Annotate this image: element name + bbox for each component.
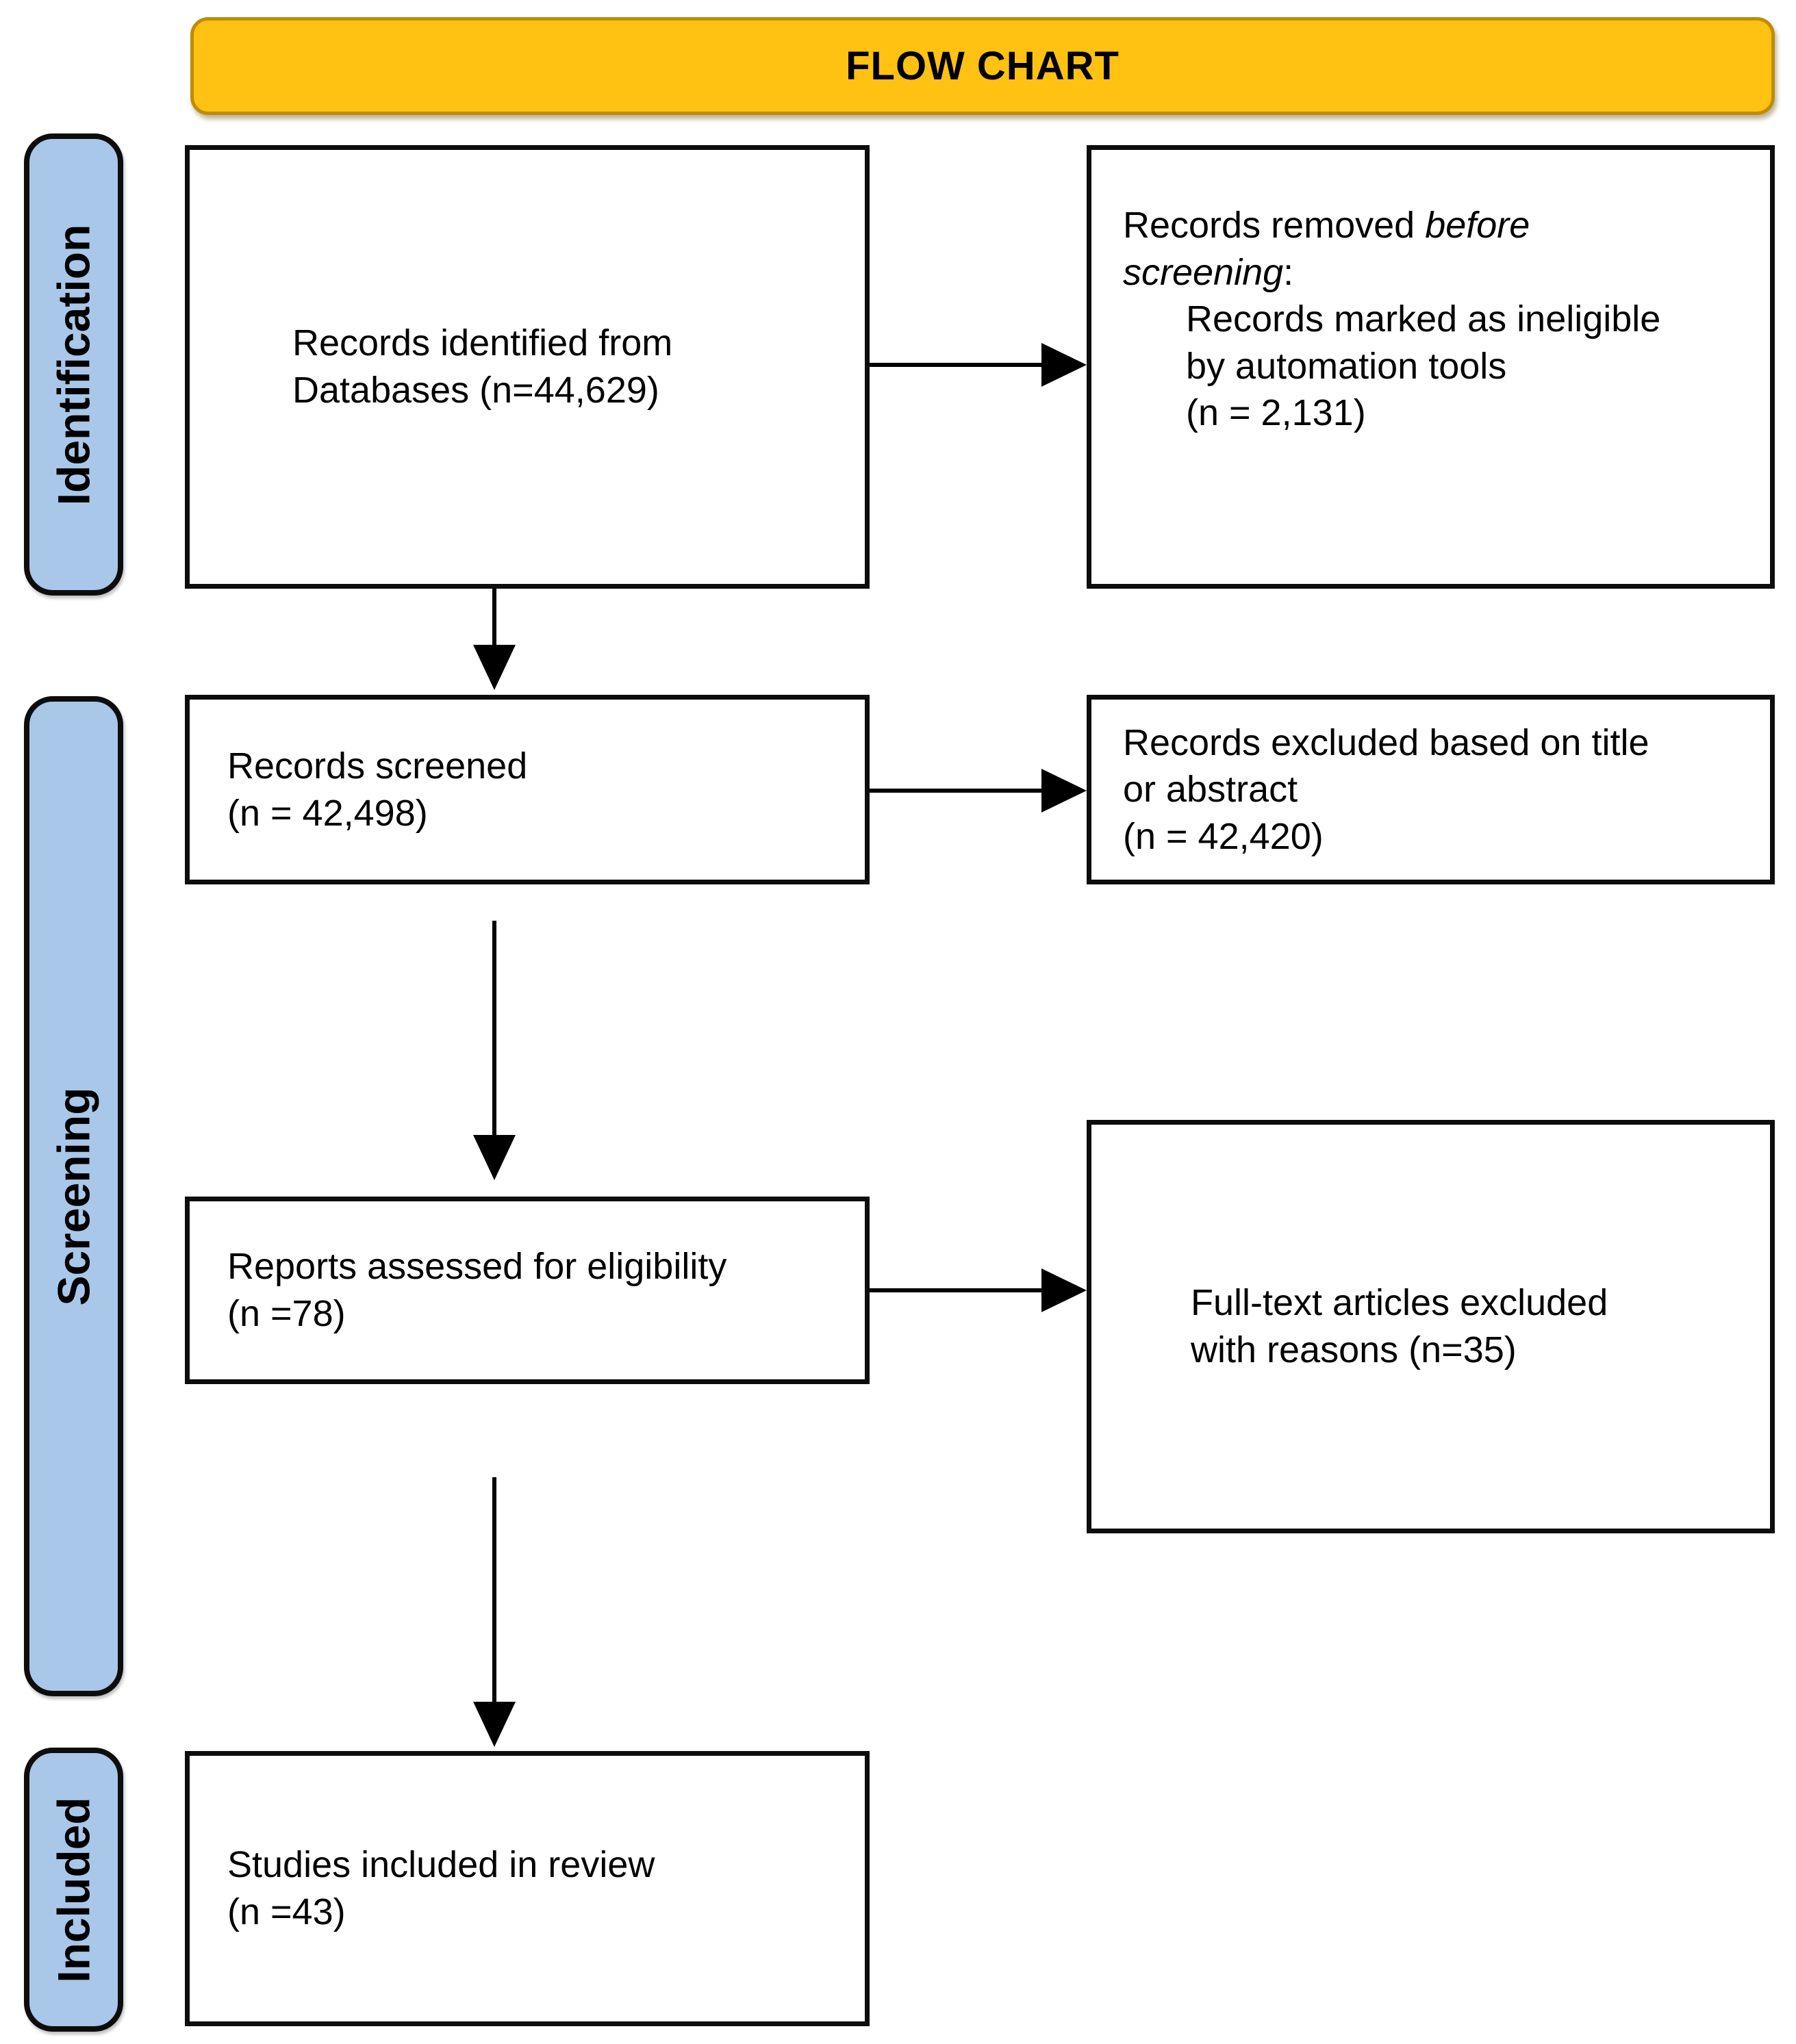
italic-text: before xyxy=(1425,205,1530,246)
reports-assessed-box: Reports assessed for eligibility (n =78) xyxy=(185,1197,870,1384)
down-arrow-line xyxy=(492,589,496,646)
down-arrow-line xyxy=(492,1477,496,1703)
box-text-line: screening: xyxy=(1123,251,1294,293)
right-arrow-line xyxy=(870,363,1042,367)
stage-label-identification: Identification xyxy=(24,133,123,596)
box-text-line: (n =78) xyxy=(227,1293,346,1334)
box-text-line: Records excluded based on title xyxy=(1123,721,1649,763)
studies-included-box: Studies included in review (n =43) xyxy=(185,1751,870,2026)
right-arrow-line xyxy=(870,1288,1042,1292)
stage-label-text: Identification xyxy=(48,224,99,505)
box-text-line: Reports assessed for eligibility xyxy=(227,1246,727,1288)
stage-label-text: Screening xyxy=(48,1086,99,1306)
down-arrow-icon xyxy=(473,1135,516,1180)
stage-label-text: Included xyxy=(48,1796,99,1983)
right-arrow-icon xyxy=(1041,769,1087,813)
stage-label-screening: Screening xyxy=(24,696,123,1696)
fulltext-excluded-box: Full-text articles excluded with reasons… xyxy=(1087,1120,1775,1533)
records-removed-box: Records removed before screening: Record… xyxy=(1087,145,1775,589)
box-text-line: Full-text articles excluded xyxy=(1191,1282,1608,1324)
box-text-line: by automation tools xyxy=(1186,345,1507,387)
records-identified-box: Records identified from Databases (n=44,… xyxy=(185,145,870,589)
box-text-line: with reasons (n=35) xyxy=(1191,1329,1517,1370)
box-text-line: (n =43) xyxy=(227,1891,346,1932)
box-text-line: Records marked as ineligible xyxy=(1186,298,1661,340)
box-text-line: Records screened xyxy=(227,745,528,787)
box-text-line: (n = 42,420) xyxy=(1123,815,1324,857)
right-arrow-line xyxy=(870,789,1042,793)
page-title: FLOW CHART xyxy=(846,44,1120,88)
flow-chart-title-banner: FLOW CHART xyxy=(190,17,1775,115)
right-arrow-icon xyxy=(1041,343,1087,387)
box-text-line: Records identified from xyxy=(292,322,673,364)
box-text-line: (n = 42,498) xyxy=(227,792,428,834)
down-arrow-icon xyxy=(473,1702,516,1747)
box-text-line: (n = 2,131) xyxy=(1186,392,1366,434)
box-text-line: or abstract xyxy=(1123,769,1298,810)
right-arrow-icon xyxy=(1041,1268,1087,1312)
stage-label-included: Included xyxy=(24,1748,123,2032)
box-text-line: Databases (n=44,629) xyxy=(292,370,659,411)
box-text-line: Studies included in review xyxy=(227,1844,655,1886)
box-text-line: Records removed before xyxy=(1123,205,1530,246)
records-screened-box: Records screened (n = 42,498) xyxy=(185,695,870,884)
down-arrow-icon xyxy=(473,645,516,690)
italic-text: screening xyxy=(1123,251,1284,293)
down-arrow-line xyxy=(492,921,496,1136)
records-excluded-box: Records excluded based on title or abstr… xyxy=(1087,695,1775,884)
